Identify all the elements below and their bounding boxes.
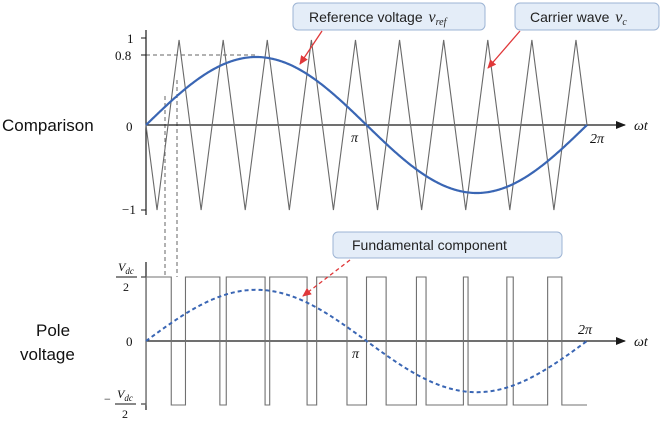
tick-one: 1 — [127, 31, 134, 46]
vdc-pos-denominator: 2 — [123, 280, 129, 294]
tick-zero-bottom: 0 — [126, 334, 133, 349]
vdc-neg-denominator: 2 — [122, 407, 128, 421]
carrier-callout-text: Carrier wave — [530, 9, 613, 25]
tick-minus-one: −1 — [122, 202, 136, 217]
carrier-callout-arrow — [487, 30, 521, 69]
vdc-neg-symbol: V — [117, 387, 126, 401]
svg-text:Reference voltage vref: Reference voltage vref — [309, 9, 448, 28]
reference-callout-subscript: ref — [436, 17, 448, 28]
vdc-neg-subscript: dc — [124, 393, 133, 403]
tick-vdc-negative: − Vdc 2 — [104, 387, 136, 421]
tick-pi-bottom: π — [352, 347, 360, 362]
carrier-callout: Carrier wave vc — [487, 2, 660, 69]
vdc-pos-subscript: dc — [125, 266, 134, 276]
reference-callout-text: Reference voltage — [309, 9, 427, 25]
carrier-callout-symbol: v — [615, 9, 623, 26]
reference-callout-symbol: v — [429, 9, 437, 26]
vdc-neg-minus: − — [104, 392, 111, 406]
pole-label-line1: Pole — [36, 321, 70, 340]
svg-text:Vdc: Vdc — [117, 387, 133, 403]
axis-omega-t-top: ωt — [634, 119, 649, 134]
fundamental-callout: Fundamental component — [302, 231, 563, 297]
fundamental-callout-text: Fundamental component — [352, 237, 507, 253]
fundamental-callout-arrow — [302, 259, 351, 297]
pole-voltage-pulses — [145, 276, 587, 406]
tick-two-pi-bottom: 2π — [578, 323, 593, 338]
tick-ref: 0.8 — [115, 48, 131, 63]
tick-vdc-positive: Vdc 2 — [116, 260, 137, 294]
svg-text:Carrier wave vc: Carrier wave vc — [530, 9, 627, 28]
reference-callout-box — [292, 2, 486, 31]
pole-label-line2: voltage — [20, 345, 75, 364]
fundamental-component — [145, 288, 588, 394]
reference-callout: Reference voltage vref — [292, 2, 486, 65]
comparison-label: Comparison — [2, 116, 94, 135]
axis-omega-t-bottom: ωt — [634, 335, 649, 350]
vdc-pos-symbol: V — [118, 260, 127, 274]
reference-callout-arrow — [299, 30, 323, 65]
tick-zero-top: 0 — [126, 119, 133, 134]
bottom-panel: Vdc 2 0 − Vdc 2 π 2π ωt Fundamental comp… — [104, 231, 649, 421]
tick-two-pi-top: 2π — [590, 132, 605, 147]
carrier-callout-box — [514, 2, 660, 31]
carrier-callout-subscript: c — [622, 17, 627, 28]
tick-pi-top: π — [351, 131, 359, 146]
top-panel: 1 0.8 0 −1 π 2π ωt Reference voltage vre… — [115, 2, 660, 277]
svg-text:Vdc: Vdc — [118, 260, 134, 276]
fundamental-callout-box — [332, 231, 563, 259]
reference-voltage — [145, 55, 588, 195]
